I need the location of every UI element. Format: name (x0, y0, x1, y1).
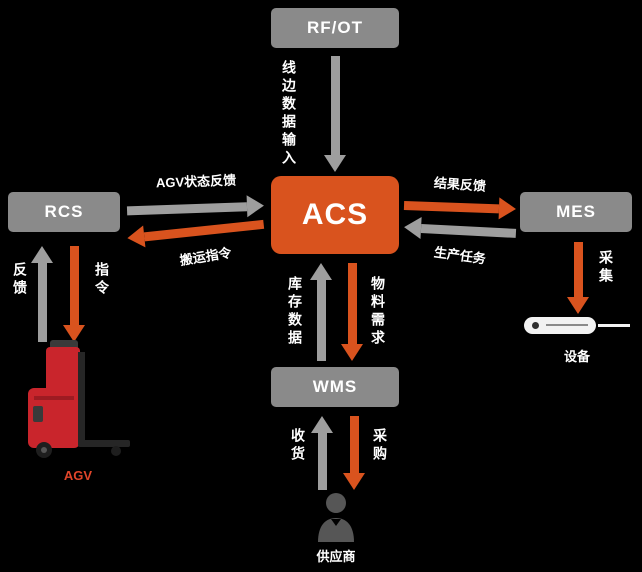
arrow-wms-to-acs (309, 263, 333, 361)
arrow-head-left-icon (126, 225, 146, 250)
device-cable-line (598, 324, 630, 327)
arrow-agv-to-rcs (30, 246, 54, 342)
arrow-head-down-icon (567, 297, 589, 314)
supplier-person-icon (318, 493, 354, 542)
node-wms: WMS (271, 367, 399, 407)
node-rcs: RCS (8, 192, 120, 232)
arrow-supplier-to-wms (310, 416, 334, 490)
arrow-shaft (349, 416, 359, 473)
node-acs: ACS (271, 176, 399, 254)
node-rfot: RF/OT (271, 8, 399, 48)
arrow-acs-to-wms (340, 263, 364, 361)
label-supplier-to-wms: 收货 (290, 428, 306, 464)
arrow-head-down-icon (343, 473, 365, 490)
arrow-shaft (126, 201, 248, 215)
arrow-rfot-to-acs (323, 56, 347, 172)
device-dot (532, 322, 539, 329)
arrow-shaft (317, 433, 327, 490)
node-mes: MES (520, 192, 632, 232)
label-acs-to-wms: 物料需求 (370, 276, 386, 348)
arrow-shaft (573, 242, 583, 297)
arrow-shaft (316, 280, 326, 361)
arrow-shaft (143, 219, 265, 241)
arrow-head-down-icon (63, 325, 85, 342)
arrow-rcs-to-agv (62, 246, 86, 342)
arrow-shaft (403, 200, 500, 213)
arrow-head-down-icon (341, 344, 363, 361)
arrow-shaft (347, 263, 357, 344)
agv-forklift-icon (28, 340, 130, 458)
arrow-head-up-icon (310, 263, 332, 280)
arrow-shaft (330, 56, 340, 155)
arrow-head-left-icon (403, 216, 422, 239)
label-rfot-to-acs: 线边数据输入 (281, 60, 297, 168)
label-mes-to-device: 采集 (598, 250, 614, 286)
label-wms-to-supplier: 采购 (372, 428, 388, 464)
label-rcs-to-agv: 指令 (94, 262, 110, 298)
supplier-label: 供应商 (316, 549, 356, 564)
arrow-mes-to-device (566, 242, 590, 314)
label-rcs-to-acs: AGV状态反馈 (155, 172, 237, 191)
device-label: 设备 (563, 349, 590, 364)
device-slot (546, 324, 588, 326)
agv-label: AGV (63, 468, 93, 483)
device-icon (524, 317, 596, 334)
arrow-shaft (69, 246, 79, 325)
arrow-head-up-icon (31, 246, 53, 263)
arrow-shaft (37, 263, 47, 342)
arrow-head-right-icon (498, 197, 517, 220)
arrow-head-down-icon (324, 155, 346, 172)
label-wms-to-acs: 库存数据 (287, 276, 303, 348)
arrow-wms-to-supplier (342, 416, 366, 490)
arrow-shaft (420, 223, 517, 238)
label-mes-to-acs: 生产任务 (433, 244, 487, 267)
label-acs-to-mes: 结果反馈 (433, 175, 487, 194)
arrow-head-up-icon (311, 416, 333, 433)
label-agv-to-rcs: 反馈 (12, 262, 28, 298)
